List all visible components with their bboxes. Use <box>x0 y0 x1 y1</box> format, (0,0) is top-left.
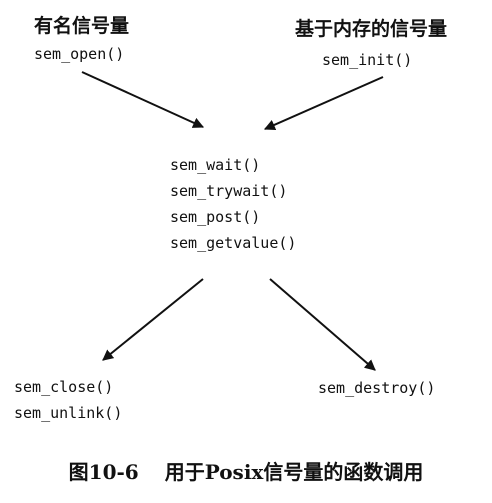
arrow-operations-to-close <box>102 278 204 361</box>
sem-destroy-label: sem_destroy() <box>318 379 436 397</box>
sem-unlink-label: sem_unlink() <box>14 404 123 422</box>
sem-getvalue-label: sem_getvalue() <box>170 234 297 252</box>
sem-post-label: sem_post() <box>170 208 261 226</box>
sem-open-label: sem_open() <box>34 45 125 63</box>
figure-caption-text: 用于Posix信号量的函数调用 <box>164 460 424 484</box>
memory-semaphore-title: 基于内存的信号量 <box>295 18 448 40</box>
named-semaphore-title: 有名信号量 <box>34 15 130 37</box>
arrow-init-to-operations <box>263 76 384 131</box>
arrow-operations-to-destroy <box>269 278 376 371</box>
sem-wait-label: sem_wait() <box>170 156 261 174</box>
sem-trywait-label: sem_trywait() <box>170 182 288 200</box>
sem-close-label: sem_close() <box>14 378 114 396</box>
arrow-open-to-operations <box>81 71 205 128</box>
figure-number: 图10-6 <box>68 460 139 484</box>
figure-caption: 图10-6 用于Posix信号量的函数调用 <box>0 460 492 484</box>
sem-init-label: sem_init() <box>322 51 413 69</box>
